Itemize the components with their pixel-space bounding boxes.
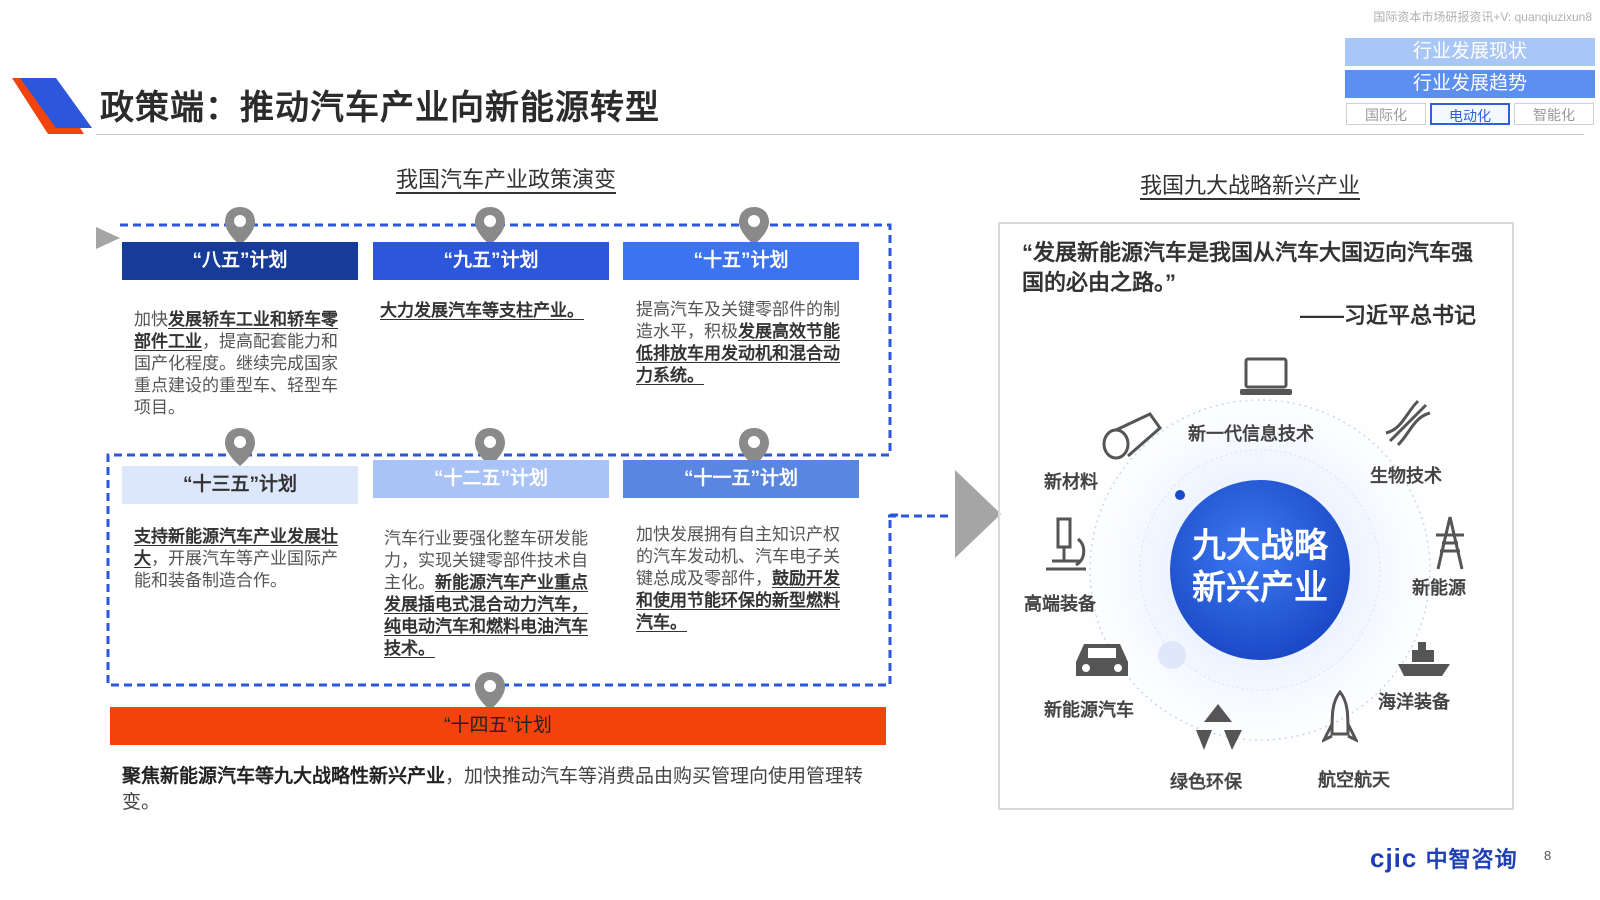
plan-10th-five-year: “十五”计划 [623, 242, 859, 280]
connector-right [888, 514, 948, 518]
industry-new-materials: 新材料 [1044, 472, 1098, 492]
ship-icon [1398, 642, 1450, 676]
location-pin-icon [475, 428, 505, 466]
page-title: 政策端：推动汽车产业向新能源转型 [100, 89, 660, 127]
industry-new-energy-vehicle: 新能源汽车 [1044, 700, 1134, 720]
industry-circle-graphic [1060, 370, 1460, 770]
watermark: 国际资本市场研报资讯+V: quanqiuzixun8 [1373, 10, 1592, 24]
industry-marine-equipment: 海洋装备 [1378, 692, 1450, 712]
material-roll-icon [1102, 412, 1163, 460]
plan-8th-desc: 加快发展轿车工业和轿车零部件工业，提高配套能力和国产化程度。继续完成国家重点建设… [134, 310, 338, 417]
plan-9th-five-year: “九五”计划 [373, 242, 609, 280]
tab-electrification[interactable]: 电动化 [1430, 103, 1510, 125]
location-pin-icon [475, 207, 505, 245]
page-number: 8 [1544, 848, 1552, 863]
rocket-icon [1322, 690, 1358, 743]
plan-12th-desc: 汽车行业要强化整车研发能力，实现关键零部件技术自主化。新能源汽车产业重点发展插电… [384, 529, 588, 658]
plan-11th-desc: 加快发展拥有自主知识产权的汽车发动机、汽车电子关键总成及零部件，鼓励开发和使用节… [636, 525, 840, 632]
plan-14th-five-year: “十四五”计划 [110, 707, 886, 745]
plan-13th-desc: 支持新能源汽车产业发展壮大，开展汽车等产业国际产能和装备制造合作。 [134, 527, 338, 590]
location-pin-icon [225, 428, 255, 466]
plan-12th-five-year: “十二五”计划 [373, 460, 609, 498]
microscope-icon [1046, 517, 1086, 571]
arrow-right-icon [955, 470, 1001, 558]
policy-evolution-title: 我国汽车产业政策演变 [396, 167, 617, 192]
industry-green-environment: 绿色环保 [1170, 772, 1242, 792]
plan-8th-five-year: “八五”计划 [122, 242, 358, 280]
timeline-connector [96, 223, 900, 687]
footer-logo: cjic 中智咨询 [1370, 843, 1518, 873]
plan-10th-desc: 提高汽车及关键零部件的制造水平，积极发展高效节能低排放车用发动机和混合动力系统。 [636, 300, 840, 385]
recycle-leaf-icon [1196, 704, 1242, 750]
industry-high-end-equipment: 高端装备 [1024, 594, 1096, 614]
strategic-industries-title: 我国九大战略新兴产业 [1140, 173, 1361, 198]
quote-author: ——习近平总书记 [1300, 303, 1477, 328]
industry-new-energy: 新能源 [1412, 578, 1466, 598]
plan-11th-five-year: “十一五”计划 [623, 460, 859, 498]
car-icon [1076, 644, 1128, 676]
quote-text: “发展新能源汽车是我国从汽车大国迈向汽车强国的必由之路。” [1022, 240, 1474, 295]
title-divider [96, 134, 1584, 135]
nav-industry-trend[interactable]: 行业发展趋势 [1345, 70, 1595, 98]
nav-industry-status[interactable]: 行业发展现状 [1345, 38, 1595, 66]
center-label: 九大战略新兴产业 [1192, 527, 1328, 607]
brand-logo-mark [12, 78, 92, 134]
plan-13th-five-year: “十三五”计划 [122, 466, 358, 504]
location-pin-icon [475, 672, 505, 710]
plan-9th-desc: 大力发展汽车等支柱产业。 [380, 301, 584, 320]
industry-next-gen-it: 新一代信息技术 [1188, 424, 1314, 444]
plan-14th-desc: 聚焦新能源汽车等九大战略性新兴产业，加快推动汽车等消费品由购买管理向使用管理转变… [122, 766, 864, 813]
tab-internationalization[interactable]: 国际化 [1346, 103, 1426, 125]
power-tower-icon [1436, 516, 1464, 570]
laptop-icon [1240, 357, 1292, 395]
industry-biotech: 生物技术 [1370, 466, 1442, 486]
industry-aerospace: 航空航天 [1318, 770, 1390, 790]
dna-icon [1385, 399, 1431, 447]
tab-intelligence[interactable]: 智能化 [1514, 103, 1594, 125]
location-pin-icon [739, 207, 769, 245]
location-pin-icon [739, 428, 769, 466]
strategic-industries-panel [998, 222, 1514, 810]
location-pin-icon [225, 207, 255, 245]
